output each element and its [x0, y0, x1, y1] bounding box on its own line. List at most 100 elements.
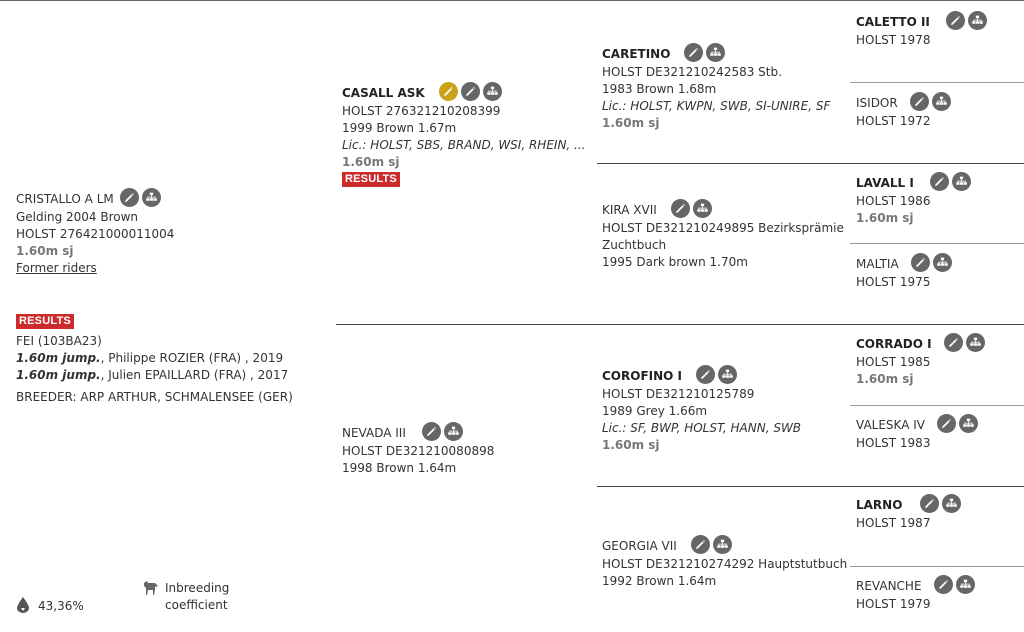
great-grandparent-name[interactable]: LAVALL I: [856, 176, 914, 190]
inbreeding-value: 43,36%: [38, 599, 84, 613]
grandparent-line1b: Zuchtbuch: [602, 238, 667, 252]
grandsire-paternal: CARETINO HOLST DE321210242583 Stb. 1983 …: [602, 43, 831, 132]
grandparent-line1: HOLST DE321210274292 Hauptstutbuch: [602, 557, 848, 571]
dam-name[interactable]: NEVADA III: [342, 426, 406, 440]
edit-icon[interactable]: [696, 365, 715, 384]
edit-icon[interactable]: [909, 92, 929, 111]
great-grandparent-level: 1.60m sj: [856, 372, 914, 386]
great-grandparent: REVANCHE HOLST 1979: [856, 575, 975, 613]
grandparent-name[interactable]: CARETINO: [602, 47, 671, 61]
great-grandparent: MALTIA HOLST 1975: [856, 253, 952, 291]
grandparent-name[interactable]: COROFINO I: [602, 369, 682, 383]
edit-icon[interactable]: [943, 333, 963, 352]
pedigree-icon[interactable]: [141, 188, 161, 207]
subject-line1: Gelding 2004 Brown: [16, 210, 139, 224]
sire-name[interactable]: CASALL ASK: [342, 86, 425, 100]
edit-icon[interactable]: [945, 11, 965, 30]
inbreeding-label: coefficient: [165, 598, 228, 612]
edit-icon[interactable]: [929, 172, 949, 191]
grandparent-name[interactable]: KIRA XVII: [602, 203, 657, 217]
fei-id: FEI (103BA23): [16, 334, 102, 348]
edit-icon[interactable]: [670, 199, 690, 218]
horse-icon: [144, 581, 158, 595]
great-grandparent-name[interactable]: LARNO: [856, 498, 903, 512]
grandparent-level: 1.60m sj: [602, 116, 660, 130]
former-riders-link[interactable]: Former riders: [16, 261, 97, 275]
jump-result: 1.60m jump., Julien EPAILLARD (FRA) , 20…: [16, 367, 293, 384]
grandparent-line2: 1983 Brown 1.68m: [602, 82, 717, 96]
pedigree-icon[interactable]: [712, 535, 732, 554]
great-grandparent-line1: HOLST 1975: [856, 275, 931, 289]
great-grandparent-name[interactable]: CALETTO II: [856, 15, 930, 29]
pedigree-icon[interactable]: [955, 575, 975, 594]
edit-icon[interactable]: [910, 253, 930, 272]
edit-highlighted-icon[interactable]: [438, 82, 458, 101]
edit-icon[interactable]: [421, 422, 441, 441]
edit-icon[interactable]: [684, 43, 704, 62]
sire-level: 1.60m sj: [342, 155, 400, 169]
pedigree-icon[interactable]: [443, 422, 463, 441]
pedigree-icon[interactable]: [932, 253, 952, 272]
pedigree-icon[interactable]: [967, 11, 987, 30]
grandparent-line1: HOLST DE321210125789: [602, 387, 755, 401]
jump-rider: , Julien EPAILLARD (FRA) , 2017: [100, 368, 289, 382]
great-grandparent: CORRADO I HOLST 1985 1.60m sj: [856, 333, 985, 388]
great-grandparent-line1: HOLST 1983: [856, 436, 931, 450]
grandparent-licenses: Lic.: HOLST, KWPN, SWB, SI-UNIRE, SF: [602, 99, 831, 113]
great-grandparent: VALESKA IV HOLST 1983: [856, 414, 978, 452]
great-grandparent-name[interactable]: MALTIA: [856, 257, 899, 271]
dam: NEVADA III HOLST DE321210080898 1998 Bro…: [342, 422, 494, 477]
great-grandparent-line1: HOLST 1987: [856, 516, 931, 530]
edit-icon[interactable]: [690, 535, 710, 554]
great-grandparent-line1: HOLST 1986: [856, 194, 931, 208]
pedigree-icon[interactable]: [931, 92, 951, 111]
jump-level: 1.60m jump.: [16, 368, 101, 382]
great-grandparent: LARNO HOLST 1987: [856, 494, 962, 532]
pedigree-icon[interactable]: [706, 43, 726, 62]
grandparent-line2: 1995 Dark brown 1.70m: [602, 255, 748, 269]
pedigree-icon[interactable]: [965, 333, 985, 352]
great-grandparent: CALETTO II HOLST 1978: [856, 11, 987, 49]
subject-name[interactable]: CRISTALLO A LM: [16, 192, 114, 206]
great-grandparent-name[interactable]: CORRADO I: [856, 337, 932, 351]
sire-results-button[interactable]: RESULTS: [342, 172, 400, 187]
pedigree-icon[interactable]: [951, 172, 971, 191]
pedigree-icon[interactable]: [692, 199, 712, 218]
subject-results-button[interactable]: RESULTS: [16, 314, 74, 329]
great-grandparent-name[interactable]: REVANCHE: [856, 579, 922, 593]
divider-caretino-kira: [597, 163, 1024, 164]
pedigree-icon[interactable]: [482, 82, 502, 101]
sire-licenses: Lic.: HOLST, SBS, BRAND, WSI, RHEIN, ...: [342, 138, 586, 152]
divider-sire-dam: [336, 324, 1024, 325]
subject-level: 1.60m sj: [16, 244, 74, 258]
granddam-paternal: KIRA XVII HOLST DE321210249895 Bezirkspr…: [602, 199, 844, 271]
dam-line2: 1998 Brown 1.64m: [342, 461, 457, 475]
sire-line2: 1999 Brown 1.67m: [342, 121, 457, 135]
great-grandparent-line1: HOLST 1972: [856, 114, 931, 128]
great-grandparent-name[interactable]: ISIDOR: [856, 96, 898, 110]
edit-icon[interactable]: [460, 82, 480, 101]
divider-corofino-georgia: [597, 486, 1024, 487]
divider-lavall-maltia: [850, 243, 1024, 244]
pedigree-icon[interactable]: [958, 414, 978, 433]
subject-results-section: RESULTS FEI (103BA23) 1.60m jump. , Phili…: [16, 313, 293, 406]
top-border: [0, 0, 1024, 1]
great-grandparent-name[interactable]: VALESKA IV: [856, 418, 925, 432]
jump-rider: , Philippe ROZIER (FRA) , 2019: [100, 351, 284, 365]
breeder: BREEDER: ARP ARTHUR, SCHMALENSEE (GER): [16, 390, 293, 404]
pedigree-icon[interactable]: [718, 365, 737, 384]
sire: CASALL ASK HOLST 276321210208399 1999 Br…: [342, 82, 586, 187]
edit-icon[interactable]: [933, 575, 953, 594]
divider-caletto-isidor: [850, 82, 1024, 83]
edit-icon[interactable]: [119, 188, 139, 207]
grandparent-licenses: Lic.: SF, BWP, HOLST, HANN, SWB: [602, 421, 802, 435]
great-grandparent: LAVALL I HOLST 1986 1.60m sj: [856, 172, 971, 227]
divider-larno-revanche: [850, 566, 1024, 567]
edit-icon[interactable]: [936, 414, 956, 433]
pedigree-icon[interactable]: [942, 494, 962, 513]
grandparent-name[interactable]: GEORGIA VII: [602, 539, 677, 553]
great-grandparent: ISIDOR HOLST 1972: [856, 92, 951, 130]
edit-icon[interactable]: [920, 494, 940, 513]
grandsire-maternal: COROFINO I HOLST DE321210125789 1989 Gre…: [602, 365, 802, 454]
great-grandparent-line1: HOLST 1985: [856, 355, 931, 369]
